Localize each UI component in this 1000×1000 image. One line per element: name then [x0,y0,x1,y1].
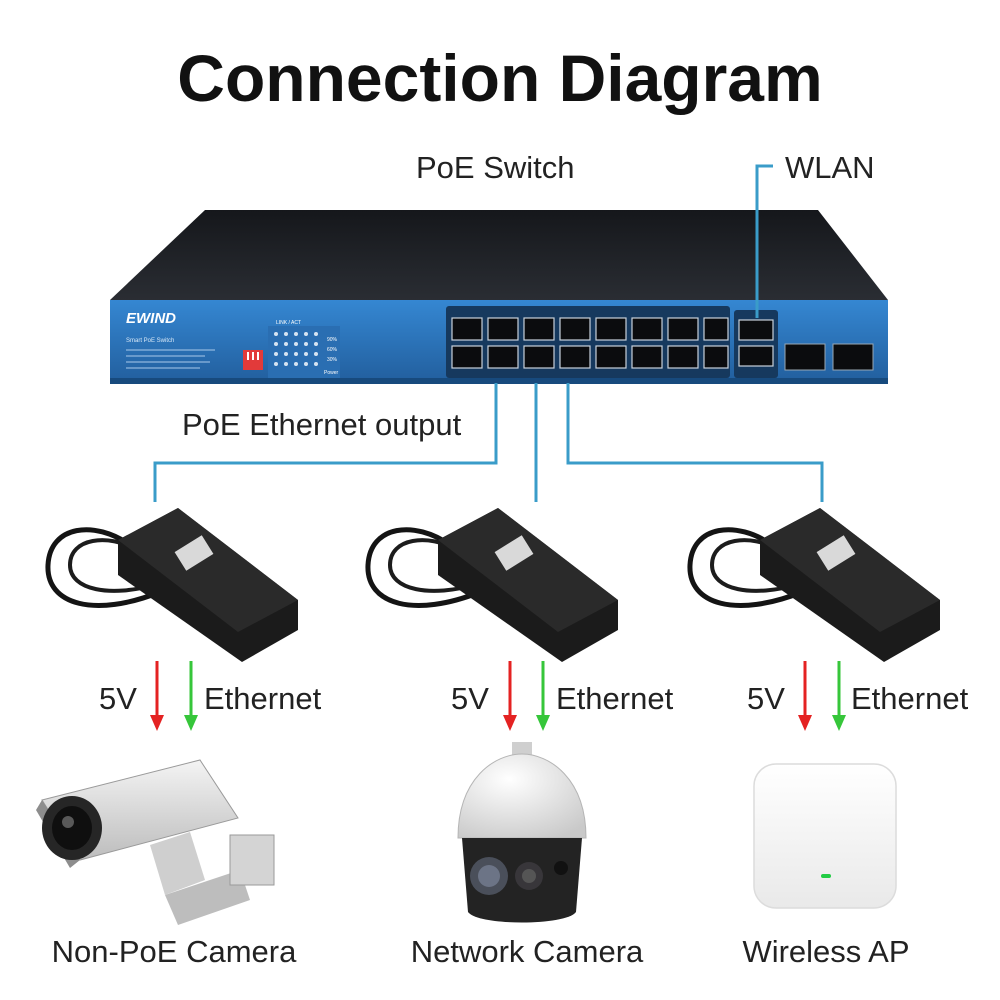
power-label-3: 5V [747,681,785,716]
line-to-splitter-1 [153,383,498,502]
power-label-2: 5V [451,681,489,716]
device-label-network-camera: Network Camera [410,934,644,969]
poe-output-label: PoE Ethernet output [182,407,462,442]
wlan-label: WLAN [785,150,875,185]
line-to-splitter-3 [566,383,824,502]
data-arrow-3 [832,661,846,731]
link-act-label: LINK / ACT [276,320,301,326]
poe-splitter-3 [687,508,940,662]
network-camera-image [457,742,587,923]
led-power-label: Power [324,370,339,376]
data-label-1: Ethernet [204,681,322,716]
switch-brand: EWIND [126,310,176,327]
poe-switch-label: PoE Switch [416,150,575,185]
data-label-3: Ethernet [851,681,969,716]
data-label-2: Ethernet [556,681,674,716]
led-90-label: 90% [327,337,338,343]
led-60-label: 60% [327,347,338,353]
device-label-non-poe-camera: Non-PoE Camera [51,934,297,969]
wlan-line [755,164,773,318]
power-arrow-1 [150,661,164,731]
power-label-1: 5V [99,681,137,716]
power-arrow-3 [798,661,812,731]
data-arrow-2 [536,661,550,731]
power-arrow-2 [503,661,517,731]
ap-status-led [821,874,831,878]
wireless-ap-image [753,763,897,909]
device-label-wireless-ap: Wireless AP [742,934,910,969]
connection-lines [153,164,824,502]
data-arrow-1 [184,661,198,731]
sfp-ports [784,343,874,371]
poe-splitter-1 [45,508,298,662]
led-panel: LINK / ACT 90% 60% 30% Power [268,320,340,378]
page-title: Connection Diagram [177,41,823,115]
uplink-ports [734,310,778,378]
non-poe-camera-image [36,759,275,925]
led-30-label: 30% [327,357,338,363]
switch-model-text: Smart PoE Switch [126,338,174,344]
poe-port-block [446,306,730,378]
poe-splitter-2 [365,508,618,662]
poe-switch: EWIND Smart PoE Switch LINK / ACT 90% 60… [110,210,888,384]
